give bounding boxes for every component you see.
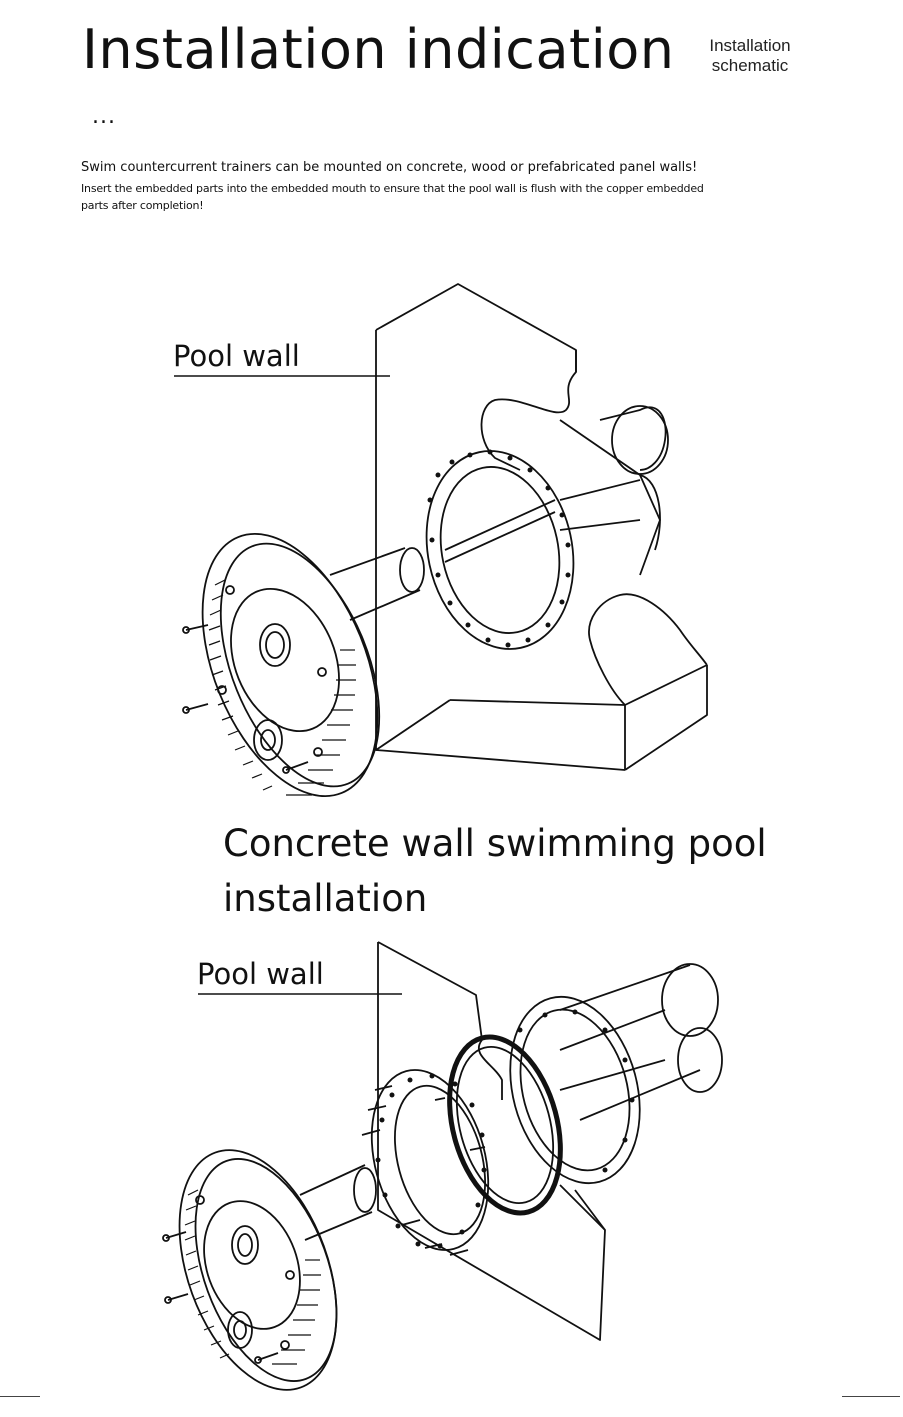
schematic-label-line1: Installation bbox=[709, 36, 791, 55]
bottom-rule-left bbox=[0, 1396, 40, 1397]
panel-wall-diagram bbox=[162, 941, 723, 1391]
concrete-wall-diagram bbox=[174, 283, 708, 797]
schematic-label-line2: schematic bbox=[711, 56, 789, 75]
ellipsis: ... bbox=[92, 104, 116, 129]
bottom-rule-right bbox=[842, 1396, 900, 1397]
intro-text: Swim countercurrent trainers can be moun… bbox=[81, 160, 721, 214]
schematic-label: Installation schematic bbox=[700, 36, 800, 76]
pool-wall-label-bottom: Pool wall bbox=[197, 957, 324, 991]
page-title: Installation indication bbox=[82, 18, 675, 81]
intro-lead: Swim countercurrent trainers can be moun… bbox=[81, 160, 698, 175]
concrete-wall-caption: Concrete wall swimming pool installation bbox=[223, 822, 767, 920]
pool-wall-label-top: Pool wall bbox=[173, 339, 300, 373]
intro-body: Insert the embedded parts into the embed… bbox=[81, 182, 704, 212]
